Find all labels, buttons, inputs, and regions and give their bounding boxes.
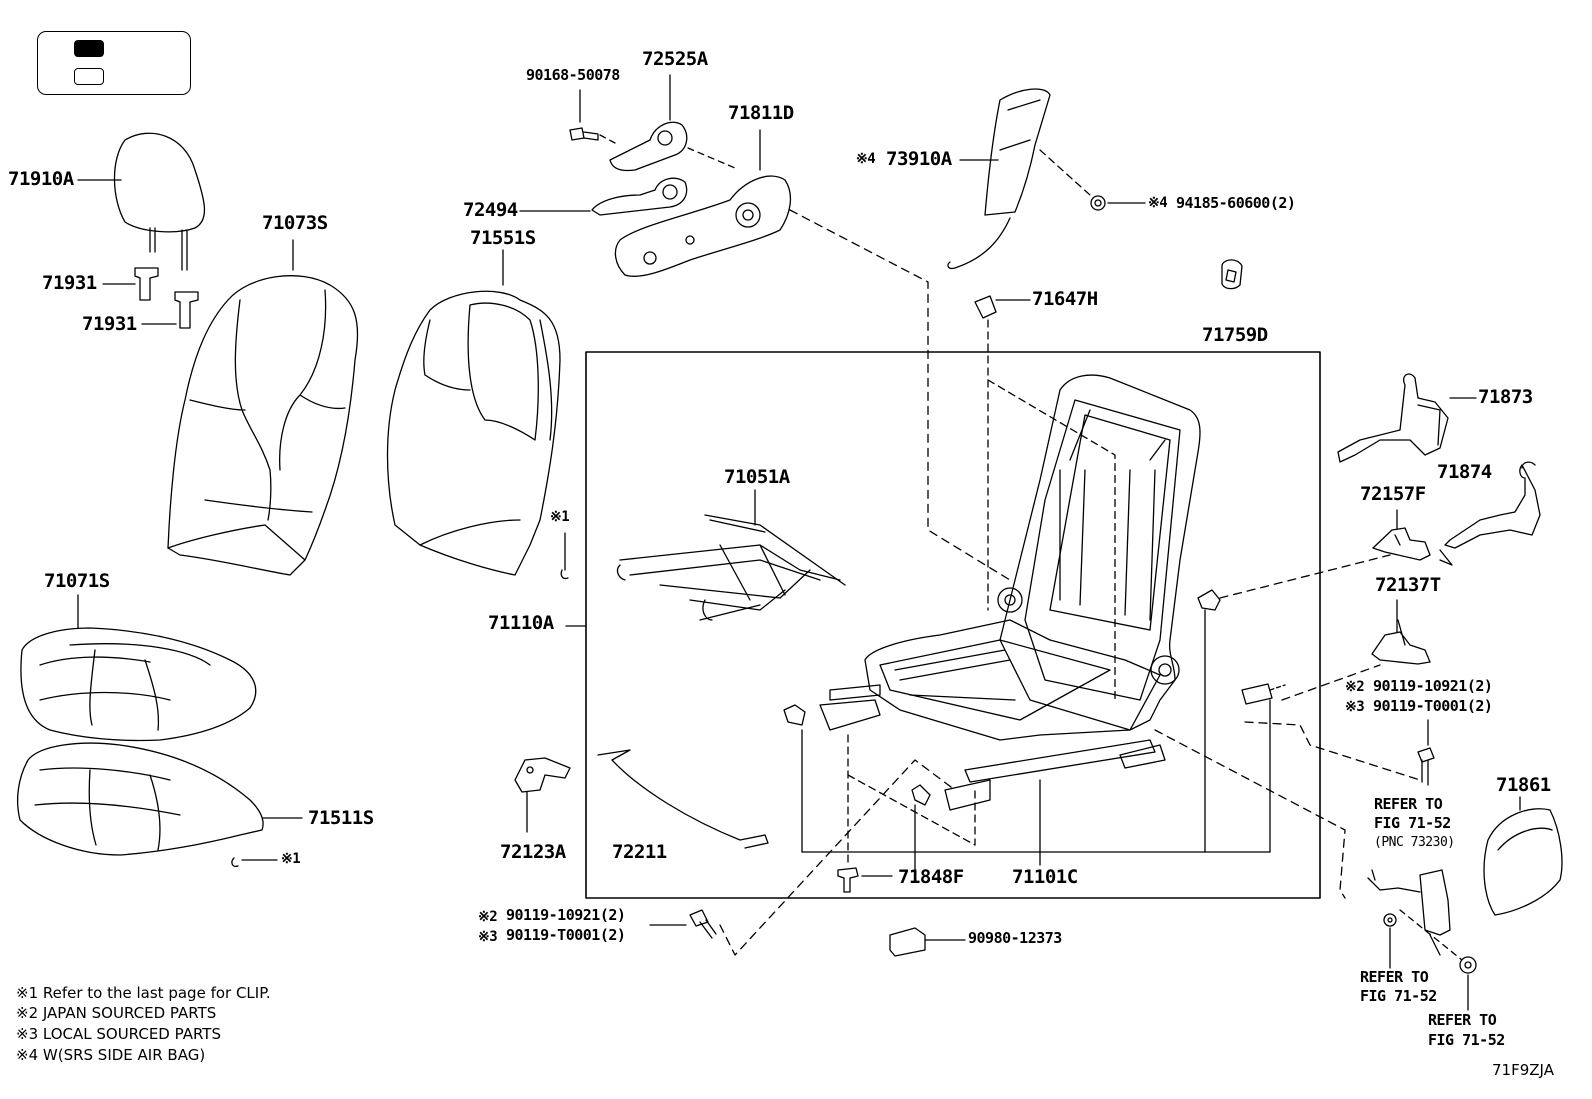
part-label: 71931: [82, 313, 137, 335]
side-airbag-part: [947, 88, 1146, 270]
part-label: 71551S: [470, 227, 536, 249]
color-legend: [37, 31, 191, 95]
seat-spring-part: [616, 489, 846, 621]
bracket-72123a-part: [514, 757, 571, 833]
clip-71759d-part: [1221, 259, 1243, 290]
bolt-right-part: [1417, 719, 1435, 786]
cover-72137t-part: [1371, 599, 1431, 665]
part-label: 72123A: [500, 841, 566, 863]
diagram-code: 71F9ZJA: [1492, 1061, 1554, 1079]
part-label: 71051A: [724, 466, 790, 488]
footnote: ※4 W(SRS SIDE AIR BAG): [16, 1046, 206, 1064]
part-label: 71071S: [44, 570, 110, 592]
part-label: 71861: [1496, 774, 1551, 796]
belt-guide-71873-part: [1337, 373, 1477, 463]
part-label: 71874: [1437, 461, 1492, 483]
recliner-cover-71861-part: [1483, 796, 1563, 916]
clip-71647h-part: [974, 295, 1116, 701]
dashline-upper-right: [1219, 554, 1391, 599]
part-label: 71759D: [1202, 324, 1268, 346]
seatback-pad-part: [386, 249, 561, 576]
mark-label: ※2: [1345, 679, 1365, 695]
connector-part: [889, 927, 966, 957]
part-label: 90119-T0001(2): [1373, 697, 1493, 715]
part-label: 71101C: [1012, 866, 1078, 888]
bolt-lower-part: [649, 909, 717, 939]
part-label: 71073S: [262, 212, 328, 234]
part-label: 71647H: [1032, 288, 1098, 310]
belt-guide-71874-part: [1444, 461, 1541, 549]
clip-71848f-part: [837, 729, 976, 893]
part-label: 71110A: [488, 612, 554, 634]
mark-label: ※4: [1148, 195, 1168, 211]
dashline-to-bolt: [1244, 721, 1421, 781]
clip-part-lower: [231, 857, 278, 868]
recliner-parts: [519, 74, 1011, 581]
footnote: ※2 JAPAN SOURCED PARTS: [16, 1004, 217, 1022]
refer-to-label: FIG 71-52: [1374, 814, 1451, 832]
part-label: 71931: [42, 272, 97, 294]
cushion-pad-part: [20, 594, 257, 742]
part-label: 71848F: [898, 866, 964, 888]
footnote: ※1 Refer to the last page for CLIP.: [16, 984, 271, 1002]
part-label: 73910A: [886, 148, 952, 170]
dashline-mid-right: [1281, 664, 1381, 701]
part-label: 72157F: [1360, 483, 1426, 505]
assembly-frame-box: [585, 351, 1321, 899]
seatback-cover-part: [167, 239, 359, 576]
mark-label: ※3: [1345, 699, 1365, 715]
mark-label: ※2: [478, 909, 498, 925]
mark-label: ※4: [856, 151, 876, 167]
legend-swatch-empty: [74, 68, 104, 85]
part-label: 90119-T0001(2): [506, 926, 626, 944]
refer-to-label: (PNC 73230): [1374, 835, 1455, 850]
part-label: 71873: [1478, 386, 1533, 408]
part-label: 72525A: [642, 48, 708, 70]
part-label: 94185-60600(2): [1176, 194, 1296, 212]
seat-belt-buckle-part: [1367, 869, 1477, 1011]
part-label: 71811D: [728, 102, 794, 124]
frame-clips: [783, 589, 1286, 726]
headrest-part: [77, 132, 206, 271]
dashline-buckle-bolt: [1399, 909, 1463, 961]
part-label: 72137T: [1375, 574, 1441, 596]
part-label: 72494: [463, 199, 518, 221]
part-label: 90119-10921(2): [1373, 677, 1493, 695]
mark-label: ※1: [550, 509, 570, 525]
footnote: ※3 LOCAL SOURCED PARTS: [16, 1025, 221, 1043]
refer-to-label: REFER TO: [1374, 795, 1443, 813]
part-label: 71910A: [8, 168, 74, 190]
headrest-support-parts: [102, 267, 199, 329]
bolt-lower-dashline: [719, 759, 956, 956]
part-label: 90980-12373: [968, 929, 1062, 947]
mark-label: ※1: [281, 851, 301, 867]
part-label: 71511S: [308, 807, 374, 829]
refer-to-label: FIG 71-52: [1360, 987, 1437, 1005]
dashline-to-buckle: [1154, 729, 1346, 899]
part-label: 72211: [612, 841, 667, 863]
legend-swatch-filled: [74, 40, 104, 57]
seat-frame-part: [801, 374, 1271, 866]
refer-to-label: REFER TO: [1360, 968, 1429, 986]
cover-72157f-part: [1372, 509, 1453, 566]
refer-to-label: FIG 71-52: [1428, 1031, 1505, 1049]
mark-label: ※3: [478, 929, 498, 945]
part-label: 90168-50078: [526, 66, 620, 84]
cushion-cover-part: [17, 742, 303, 856]
part-label: 90119-10921(2): [506, 906, 626, 924]
wire-72211-part: [597, 749, 769, 849]
clip-part-upper: [560, 532, 569, 580]
refer-to-label: REFER TO: [1428, 1011, 1497, 1029]
